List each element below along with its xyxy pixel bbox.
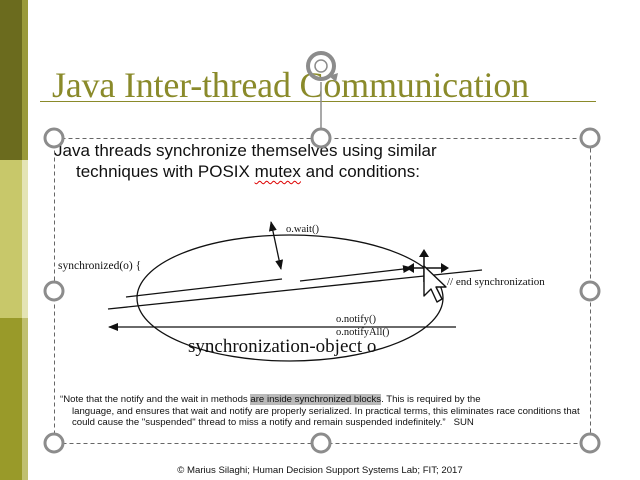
accent-strip-middle (22, 160, 28, 318)
resize-handle-icon[interactable] (310, 432, 332, 454)
wait-label: o.wait() (286, 224, 319, 235)
quote-rest-text: language, and ensures that wait and noti… (72, 405, 580, 429)
quote-note[interactable]: “Note that the notify and the wait in me… (60, 394, 580, 429)
slide-title[interactable]: Java Inter-thread Communication (52, 65, 529, 105)
quote-source: SUN (453, 417, 474, 428)
arrow-pointer-icon (423, 265, 447, 303)
resize-handle-icon[interactable] (579, 280, 601, 302)
quote-first-line: “Note that the notify and the wait in me… (60, 394, 580, 406)
end-synchronization-label: // end synchronization (447, 276, 545, 288)
quote-open-mark: “ (60, 394, 64, 405)
body-text-box[interactable]: Java threads synchronize themselves usin… (54, 140, 574, 182)
resize-handle-icon[interactable] (579, 127, 601, 149)
body-line-1: Java threads synchronize themselves usin… (54, 141, 437, 160)
accent-strip-top (22, 0, 28, 160)
accent-bar-bottom (0, 318, 22, 480)
body-line-2-start: techniques with POSIX (76, 162, 255, 181)
quote-highlight: are inside synchronized blocks (250, 394, 382, 405)
thread-line-reenter (299, 265, 413, 282)
quote-rest: language, and ensures that wait and noti… (60, 406, 580, 429)
body-line-2-end: and conditions: (300, 162, 420, 181)
resize-handle-icon[interactable] (43, 432, 65, 454)
wait-arrow (268, 221, 284, 270)
body-line-2: techniques with POSIX mutex and conditio… (54, 161, 574, 182)
thread-line-enter (125, 278, 283, 298)
accent-bar-top (0, 0, 22, 160)
resize-handle-icon[interactable] (310, 127, 332, 149)
notify-label: o.notify() (336, 314, 376, 325)
quote-part-1: Note that the notify and the wait in met… (63, 394, 251, 405)
notify-all-label: o.notifyAll() (336, 327, 390, 338)
resize-handle-icon[interactable] (579, 432, 601, 454)
synchronized-label: synchronized(o) { (58, 260, 142, 272)
accent-strip-bottom (22, 318, 28, 480)
accent-bar-middle (0, 160, 22, 318)
rotation-handle-icon[interactable] (306, 51, 338, 82)
thread-line-continue (107, 269, 483, 310)
title-underline (40, 101, 596, 102)
slide-footer: © Marius Silaghi; Human Decision Support… (177, 465, 463, 476)
sync-object-ellipse[interactable] (136, 234, 444, 362)
spellcheck-word: mutex (254, 162, 301, 181)
resize-handle-icon[interactable] (43, 280, 65, 302)
resize-handle-icon[interactable] (43, 127, 65, 149)
sync-object-label: synchronization-object o (188, 336, 377, 357)
quote-part-2: . This is required by the (381, 394, 481, 405)
